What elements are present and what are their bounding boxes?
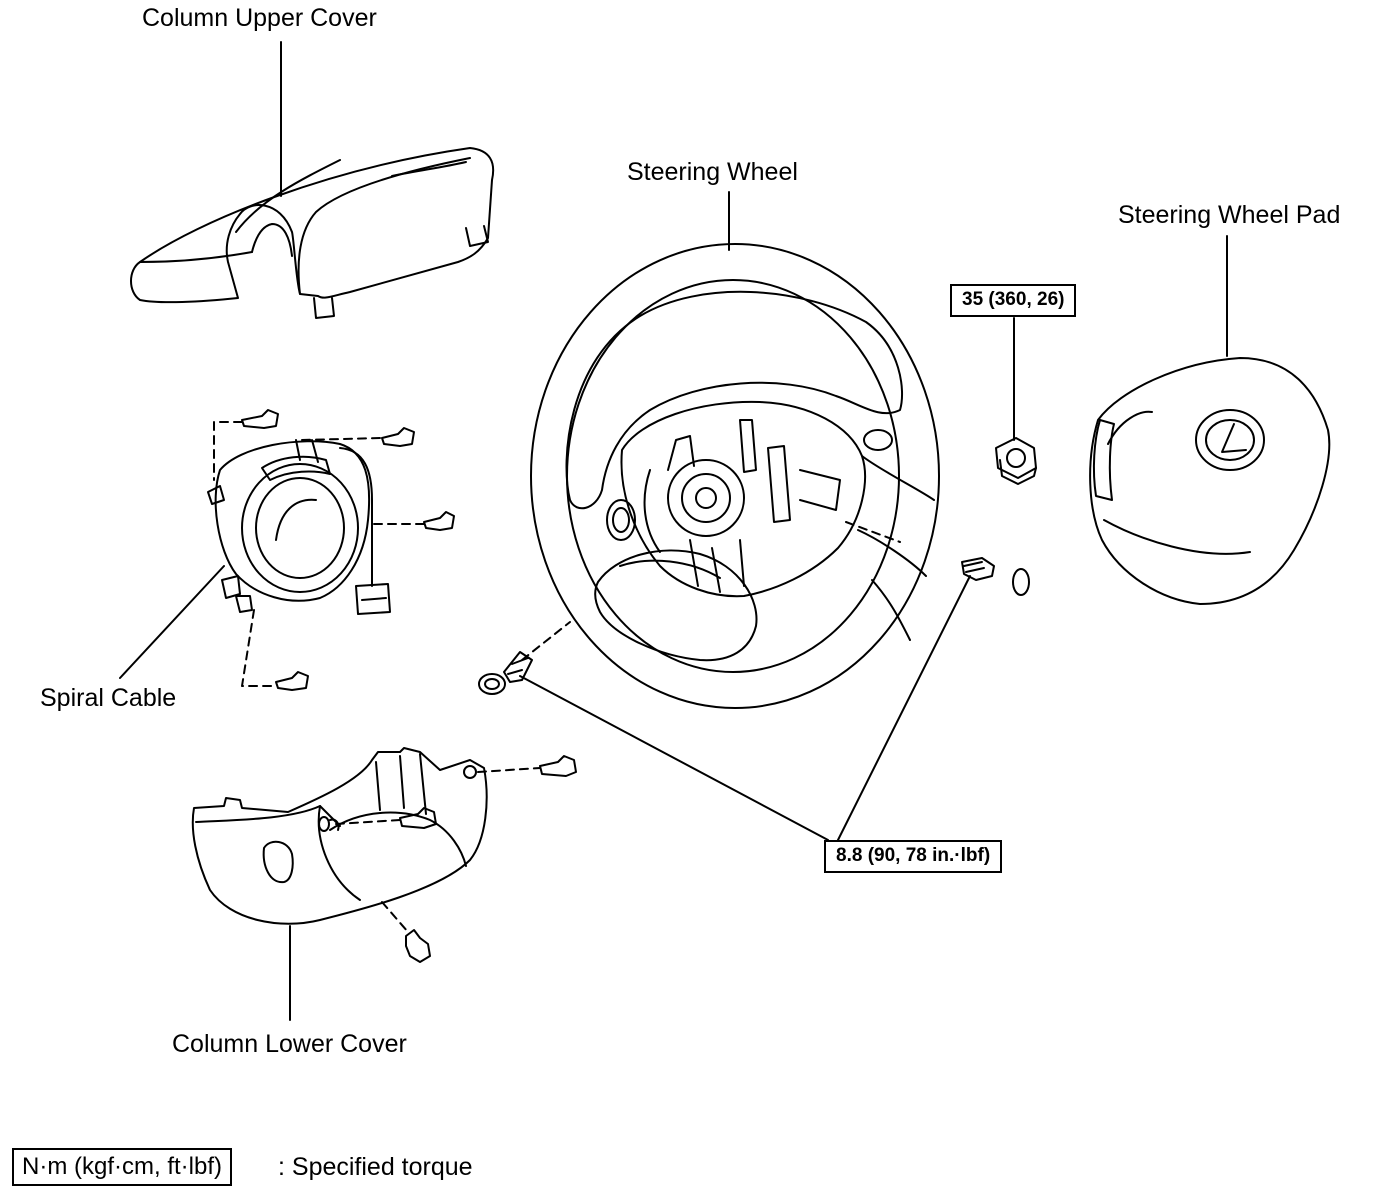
leader-torque-left — [519, 675, 829, 841]
dash-spiral-4 — [241, 609, 277, 687]
spiral-screw-4 — [275, 671, 309, 691]
steering-wheel-part — [530, 243, 940, 709]
screw-cap-right — [1012, 568, 1030, 596]
legend-unit-box: N·m (kgf·cm, ft·lbf) — [12, 1148, 232, 1187]
steering-wheel-pad-part — [1089, 357, 1331, 605]
dash-spiral-1 — [213, 421, 243, 481]
dash-lower-2 — [335, 819, 401, 825]
label-steering-wheel-pad: Steering Wheel Pad — [1118, 201, 1341, 229]
label-column-lower-cover: Column Lower Cover — [172, 1030, 407, 1058]
torque-nut-spec: 35 (360, 26) — [950, 284, 1077, 317]
spiral-screw-2 — [381, 427, 415, 447]
label-steering-wheel: Steering Wheel — [627, 158, 798, 186]
wheel-set-nut — [995, 437, 1037, 485]
lower-screw-2 — [399, 807, 437, 829]
dash-lower-3 — [381, 901, 409, 933]
torx-screw-right — [961, 557, 995, 581]
lexus-emblem-icon — [1195, 409, 1265, 471]
column-upper-cover-part — [130, 147, 495, 319]
dash-wheel-left — [521, 621, 571, 661]
legend-description: : Specified torque — [278, 1153, 473, 1181]
spiral-cable-part — [207, 439, 391, 615]
torx-screw-left — [478, 651, 533, 695]
column-lower-cover-part — [191, 747, 488, 925]
lower-screw-3 — [405, 929, 431, 963]
dash-lower-1 — [477, 767, 541, 773]
label-column-upper-cover: Column Upper Cover — [142, 4, 377, 32]
spiral-screw-1 — [241, 409, 279, 429]
label-spiral-cable: Spiral Cable — [40, 684, 177, 712]
leader-spiral-cable — [119, 565, 225, 679]
spiral-screw-3 — [423, 511, 455, 531]
leader-torque-right — [837, 575, 971, 841]
lower-screw-1 — [539, 755, 577, 777]
dash-wheel-right — [845, 521, 901, 543]
dash-spiral-2 — [301, 437, 383, 441]
torque-screw-spec: 8.8 (90, 78 in.·lbf) — [824, 840, 1003, 873]
